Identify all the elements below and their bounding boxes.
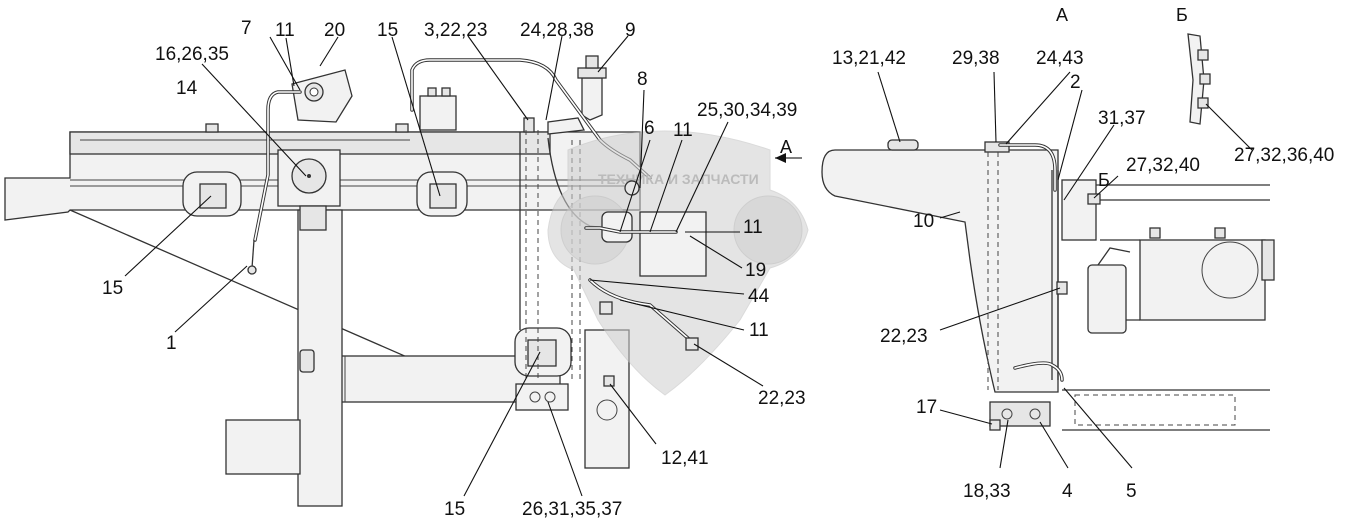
callout-22-23-right: 22,23	[880, 326, 928, 347]
callout-3-22-23: 3,22,23	[424, 20, 487, 41]
callout-11-low: 11	[749, 320, 769, 341]
callout-1: 1	[166, 333, 177, 354]
callout-17: 17	[916, 397, 937, 418]
callout-10: 10	[913, 211, 934, 232]
lower-union	[515, 383, 569, 411]
callout-11-right: 11	[673, 120, 693, 141]
callout-20: 20	[324, 20, 345, 41]
distributor-19	[639, 211, 707, 277]
mount-plate	[1061, 179, 1097, 241]
callout-19: 19	[745, 260, 766, 281]
view-a-title: А	[1056, 5, 1068, 25]
callout-44: 44	[748, 286, 770, 307]
callout-5: 5	[1126, 481, 1137, 502]
callouts: 1 2 3,22,23 4 5 6 7 8 9 10 11 11 11 11 1…	[102, 18, 1334, 520]
callout-11-top: 11	[275, 20, 295, 41]
callout-4: 4	[1062, 481, 1073, 502]
valve-block	[419, 95, 457, 131]
callout-15-left: 15	[102, 278, 123, 299]
callout-11-mid: 11	[743, 217, 763, 238]
view-b-title: Б	[1176, 5, 1188, 25]
tank-side	[821, 149, 1059, 393]
filter-9	[581, 77, 603, 121]
callout-25-30-34-39: 25,30,34,39	[697, 100, 797, 121]
tank-cap	[887, 139, 919, 151]
callout-12-41: 12,41	[661, 448, 709, 469]
callout-27-32-40: 27,32,40	[1126, 155, 1200, 176]
callout-15-top: 15	[377, 20, 398, 41]
callout-2: 2	[1070, 72, 1081, 93]
watermark-text: ТЕХНИКА И ЗАПЧАСТИ	[598, 171, 759, 187]
callout-27-32-36-40: 27,32,36,40	[1234, 145, 1334, 166]
view-b	[1187, 33, 1211, 125]
main-view: А	[4, 55, 802, 507]
callout-24-28-38: 24,28,38	[520, 20, 594, 41]
top-bracket	[547, 117, 585, 135]
callout-22-23-left: 22,23	[758, 388, 806, 409]
callout-9: 9	[625, 20, 636, 41]
view-b-marker: Б	[1098, 170, 1110, 190]
callout-6: 6	[644, 118, 655, 139]
callout-24-43: 24,43	[1036, 48, 1084, 69]
fuel-filter	[1087, 264, 1127, 334]
bottom-stub	[225, 419, 301, 475]
callout-7: 7	[241, 18, 252, 39]
chassis-frame	[1062, 184, 1270, 431]
callout-15-bottom: 15	[444, 499, 465, 520]
callout-13-21-42: 13,21,42	[832, 48, 906, 69]
callout-29-38: 29,38	[952, 48, 1000, 69]
view-a: Б	[821, 139, 1275, 431]
callout-18-33: 18,33	[963, 481, 1011, 502]
callout-8: 8	[637, 69, 648, 90]
callout-31-37: 31,37	[1098, 108, 1146, 129]
callout-26-31-35-37: 26,31,35,37	[522, 499, 622, 520]
callout-14: 14	[176, 78, 198, 99]
callout-16-26-35: 16,26,35	[155, 44, 229, 65]
view-a-arrow-label: А	[780, 137, 792, 157]
leader-lines	[124, 35, 1253, 497]
